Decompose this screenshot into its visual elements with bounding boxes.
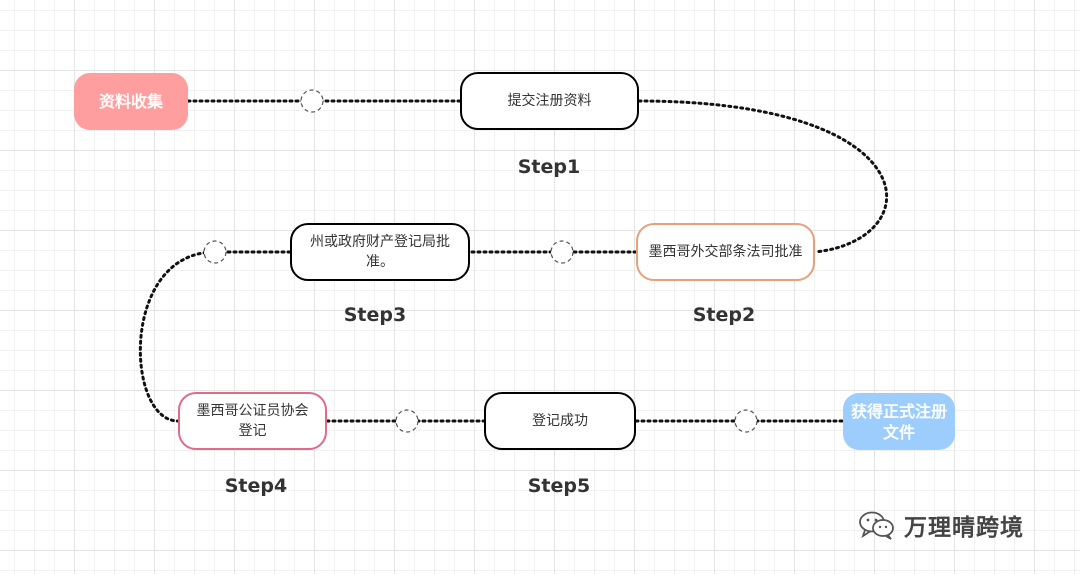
waypoint-circle xyxy=(203,240,227,264)
step5-node: 登记成功 xyxy=(484,392,636,450)
step4-label: Step4 xyxy=(224,475,288,497)
connector-step3-loop-step4 xyxy=(138,250,292,423)
watermark: 万理晴跨境 xyxy=(858,508,1024,542)
waypoint-circle xyxy=(550,240,574,264)
end-terminal: 获得正式注册文件 xyxy=(843,393,955,450)
watermark-text: 万理晴跨境 xyxy=(904,515,1024,541)
step1-label: Step1 xyxy=(517,156,581,178)
step4-node: 墨西哥公证员协会登记 xyxy=(178,392,327,450)
start-terminal: 资料收集 xyxy=(74,73,188,130)
waypoint-circle xyxy=(734,409,758,433)
waypoint-circle xyxy=(395,409,419,433)
wechat-icon xyxy=(859,511,894,540)
connector-step1-step2 xyxy=(637,99,889,254)
step5-label: Step5 xyxy=(527,475,591,497)
step2-label: Step2 xyxy=(692,304,756,326)
waypoint-circle xyxy=(300,89,324,113)
step3-node: 州或政府财产登记局批准。 xyxy=(290,223,470,281)
step3-label: Step3 xyxy=(343,304,407,326)
step1-node: 提交注册资料 xyxy=(460,72,639,130)
step2-node: 墨西哥外交部条法司批准 xyxy=(636,223,815,281)
